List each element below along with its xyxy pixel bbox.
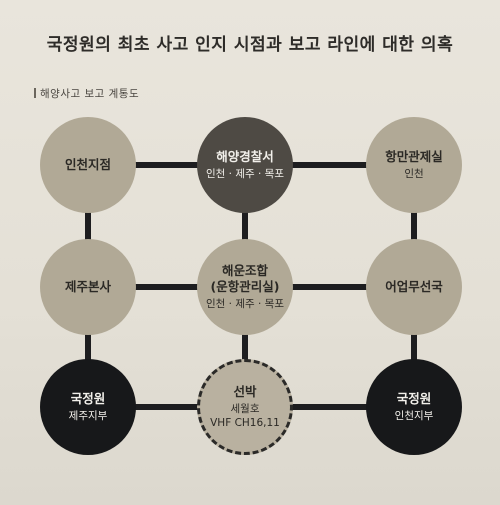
subtitle-text: 해양사고 보고 계통도 <box>40 88 140 100</box>
node-title: 해양경찰서 <box>216 148 274 164</box>
node-title: 국정원 <box>396 390 432 406</box>
node-title: 인천지점 <box>64 156 111 172</box>
node-incheon-jijeom: 인천지점 <box>40 117 136 213</box>
node-subtitle: 인천 <box>404 167 424 180</box>
node-jeju-hq: 제주본사 <box>40 239 136 335</box>
node-title: 제주본사 <box>64 278 111 294</box>
diagram-title: 국정원의 최초 사고 인지 시점과 보고 라인에 대한 의혹 <box>46 35 454 55</box>
node-subtitle: 인천 · 제주 · 목포 <box>206 298 284 311</box>
node-title: 항만관제실 <box>385 148 443 164</box>
node-subtitle: 세월호 VHF CH16,11 <box>210 402 280 429</box>
node-subtitle: 인천지부 <box>394 409 434 422</box>
node-subtitle: 인천 · 제주 · 목포 <box>206 167 284 180</box>
node-title: 선박 <box>233 383 257 399</box>
node-shipping-assoc: 해운조합 (운항관리실) 인천 · 제주 · 목포 <box>197 239 293 335</box>
subtitle-bar <box>34 88 36 98</box>
node-title: 국정원 <box>70 390 106 406</box>
node-title: 어업무선국 <box>385 278 443 294</box>
node-title: 해운조합 (운항관리실) <box>210 262 280 295</box>
diagram-subtitle: 해양사고 보고 계통도 <box>34 86 139 101</box>
node-subtitle: 제주지부 <box>68 409 108 422</box>
node-fishery-radio: 어업무선국 <box>366 239 462 335</box>
